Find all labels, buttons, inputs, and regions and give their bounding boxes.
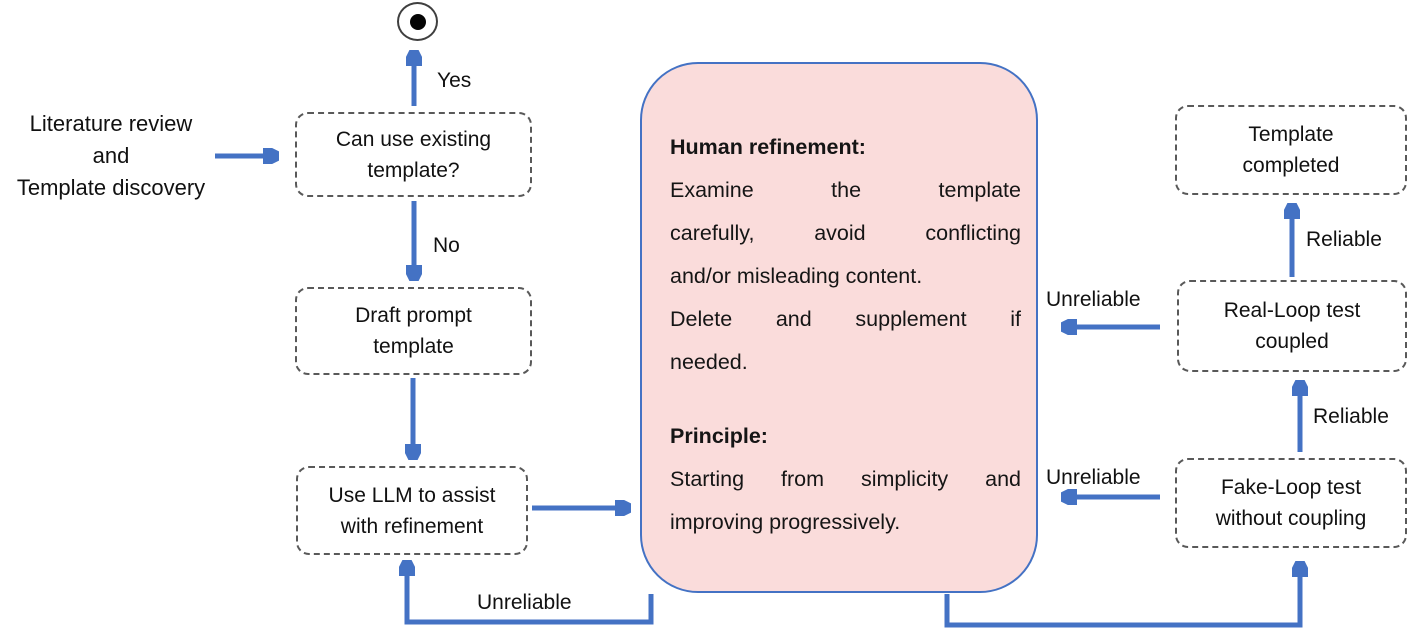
literature-review-line: and (92, 143, 130, 168)
node-text-line: without coupling (1215, 507, 1367, 530)
refinement-line: Examine the template (670, 178, 1021, 202)
node-use-llm-to-assist: Use LLM to assist with refinement (296, 466, 528, 555)
node-draft-prompt-template: Draft prompt template (295, 287, 532, 375)
node-text-line: coupled (1255, 330, 1329, 353)
edge-label-unreliable-fake: Unreliable (1046, 466, 1141, 489)
edge-label-reliable-top: Reliable (1306, 228, 1382, 251)
principle-line: Starting from simplicity and (670, 467, 1021, 491)
node-text-line: Template (1248, 123, 1334, 146)
edge-label-reliable-mid: Reliable (1313, 405, 1389, 428)
node-fake-loop-test: Fake-Loop test without coupling (1175, 458, 1407, 548)
node-text-line: Real-Loop test (1223, 299, 1361, 322)
edge-label-yes: Yes (437, 69, 472, 92)
refinement-line: needed. (670, 350, 748, 374)
principle-line: improving progressively. (670, 510, 901, 534)
arrow-panel-unreliable-to-use-llm (407, 567, 654, 625)
principle-heading: Principle: (670, 424, 768, 448)
node-can-use-existing-template: Can use existing template? (295, 112, 532, 197)
edge-label-no: No (433, 234, 460, 257)
refinement-spacer (670, 384, 1021, 415)
refinement-line: carefully, avoid conflicting (670, 221, 1021, 245)
refinement-heading: Human refinement: (670, 135, 866, 159)
literature-review-label: Literature review and Template discovery (0, 108, 222, 204)
node-text-line: with refinement (340, 514, 484, 538)
node-text-line: template? (367, 158, 460, 182)
human-refinement-panel: Human refinement: Examine the template c… (640, 62, 1038, 593)
edge-label-unreliable-real: Unreliable (1046, 288, 1141, 311)
node-text-line: Fake-Loop test (1220, 476, 1362, 499)
refinement-line: Delete and supplement if (670, 307, 1021, 331)
literature-review-line: Template discovery (16, 175, 206, 200)
node-real-loop-test: Real-Loop test coupled (1177, 280, 1407, 372)
refinement-line: and/or misleading content. (670, 264, 923, 288)
arrow-panel-to-fake-loop (944, 568, 1300, 628)
start-end-dot-icon (409, 13, 426, 30)
node-text-line: Draft prompt (355, 304, 472, 327)
node-text-line: Can use existing (335, 127, 492, 151)
node-text-line: template (373, 335, 454, 358)
literature-review-line: Literature review (29, 111, 193, 136)
node-text-line: Use LLM to assist (328, 483, 496, 507)
node-text-line: completed (1242, 154, 1340, 177)
node-template-completed: Template completed (1175, 105, 1407, 195)
edge-label-unreliable-bottom: Unreliable (477, 591, 572, 614)
start-end-node (397, 2, 438, 41)
